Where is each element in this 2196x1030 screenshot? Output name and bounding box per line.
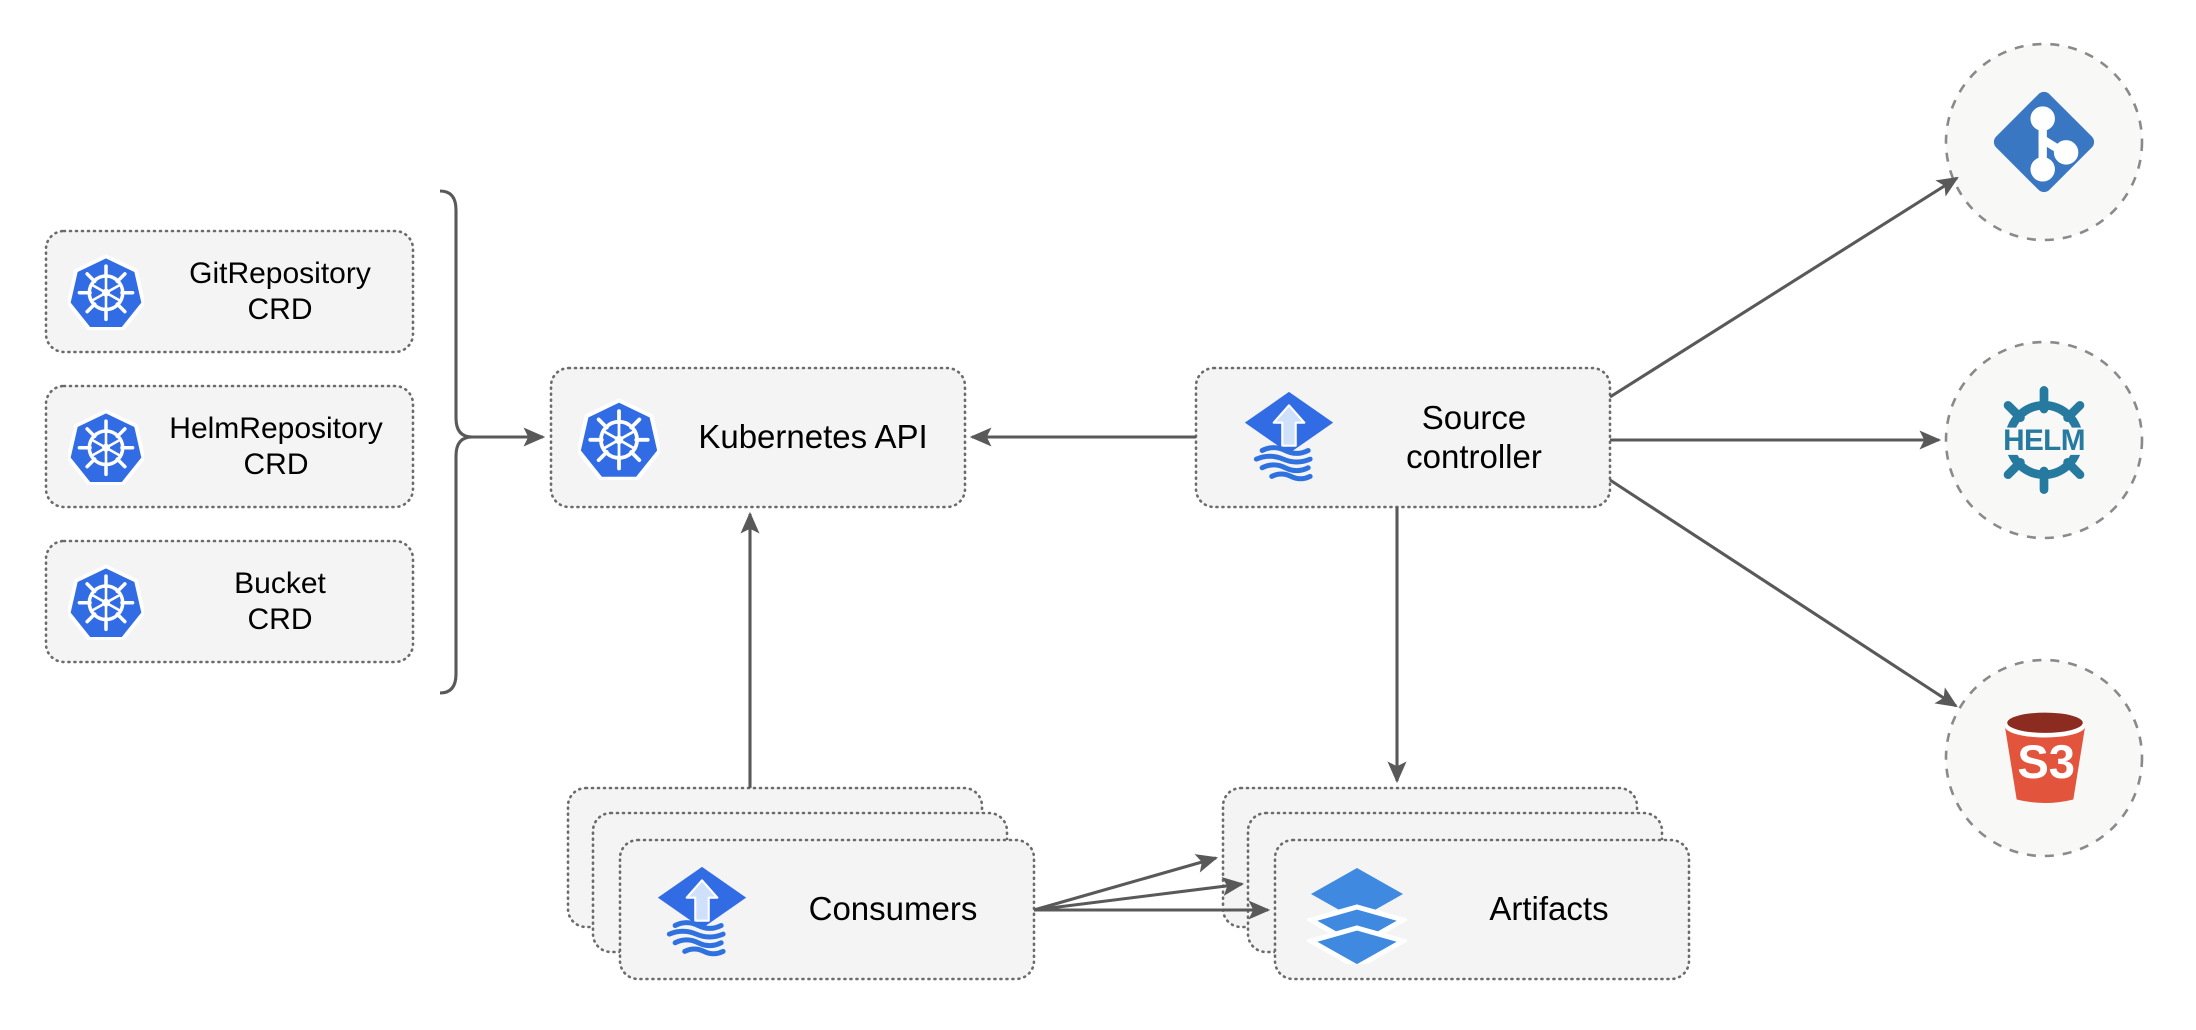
edge-consumers-to-artifacts-1 (1033, 854, 1219, 912)
crd-box-helmrepository[interactable] (44, 384, 415, 509)
kubernetes-icon (68, 564, 144, 640)
external-source-s3[interactable] (1944, 658, 2144, 858)
edge-source-controller-to-git (1609, 176, 1959, 399)
edge-layer (472, 176, 1959, 920)
node-source-controller[interactable] (1194, 366, 1612, 509)
node-artifacts[interactable] (1221, 786, 1691, 981)
external-source-git[interactable] (1944, 42, 2144, 242)
s3-bucket-icon (2004, 712, 2086, 804)
external-source-helm[interactable] (1944, 340, 2144, 540)
crd-group-brace (439, 189, 474, 695)
helm-icon (1999, 390, 2088, 489)
node-consumers[interactable] (566, 786, 1036, 981)
crd-group (44, 229, 415, 664)
kubernetes-icon (68, 409, 144, 485)
edge-consumers-to-artifacts-2 (1033, 876, 1245, 912)
kubernetes-icon (579, 400, 660, 478)
crd-box-gitrepository[interactable] (44, 229, 415, 354)
edge-source-controller-to-s3 (1609, 478, 1958, 708)
crd-box-bucket[interactable] (44, 539, 415, 664)
kubernetes-icon (68, 254, 144, 330)
node-kubernetes-api[interactable] (549, 366, 967, 509)
